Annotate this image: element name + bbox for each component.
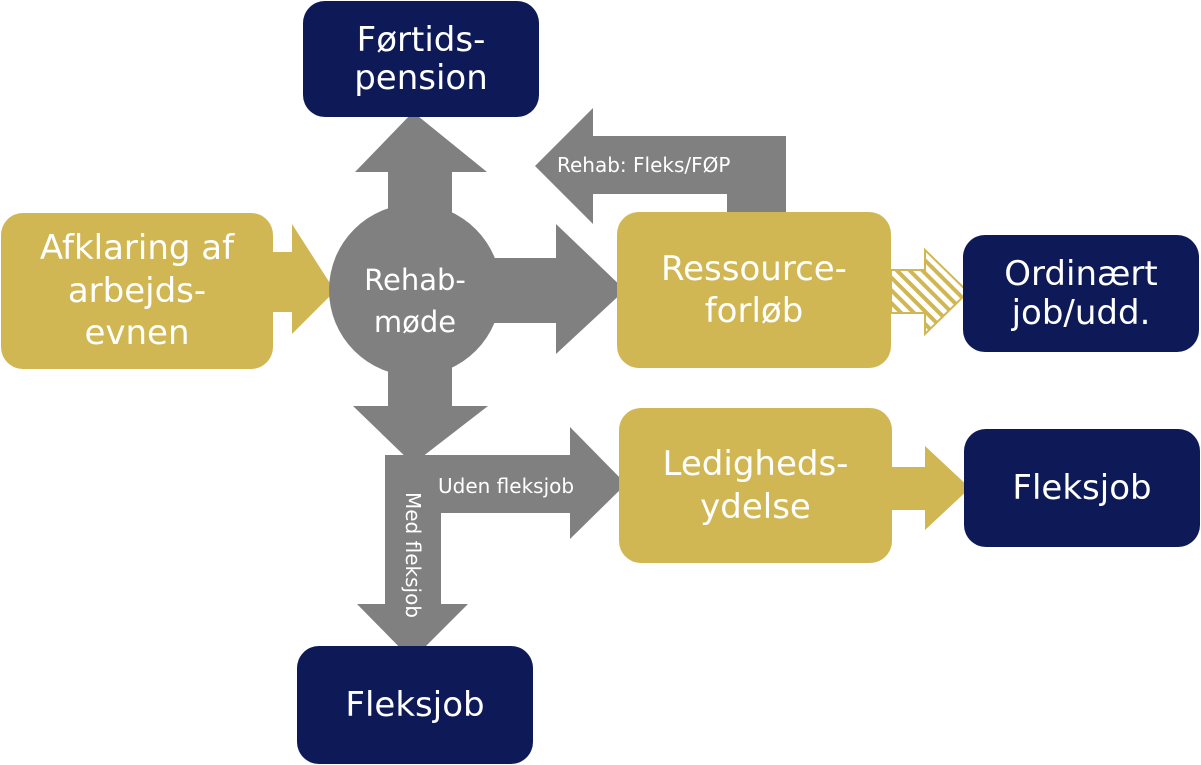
arrow-ressource-to-ordinaert bbox=[890, 247, 970, 337]
node-fleksjob-right: Fleksjob bbox=[964, 429, 1200, 547]
arrow-ledigheds-to-fleksjob bbox=[891, 446, 970, 530]
node-fleksjob-bottom: Fleksjob bbox=[297, 646, 533, 764]
label-med-fleksjob: Med fleksjob bbox=[401, 491, 425, 619]
node-ledighedsydelse: Ledigheds- ydelse bbox=[619, 408, 892, 563]
arrow-right-to-ressourceforloeb bbox=[480, 224, 625, 354]
node-afklaring: Afklaring af arbejds- evnen bbox=[1, 213, 273, 369]
rehab-circle bbox=[329, 204, 501, 376]
node-ressourceforloeb: Ressource- forløb bbox=[617, 212, 891, 368]
label-uden-fleksjob: Uden fleksjob bbox=[438, 474, 575, 498]
node-fortidspension: Førtids- pension bbox=[303, 1, 539, 117]
node-ordinaert: Ordinært job/udd. bbox=[963, 235, 1199, 352]
node-rehab-label: Rehab- møde bbox=[364, 262, 466, 339]
label-rehab-fleks-foep: Rehab: Fleks/FØP bbox=[557, 153, 731, 177]
arrow-rehab-fleks-foep bbox=[535, 108, 786, 224]
arrow-down bbox=[353, 340, 488, 464]
arrow-afklaring-to-rehab bbox=[270, 224, 335, 334]
arrow-med-uden-fleksjob bbox=[357, 427, 626, 660]
